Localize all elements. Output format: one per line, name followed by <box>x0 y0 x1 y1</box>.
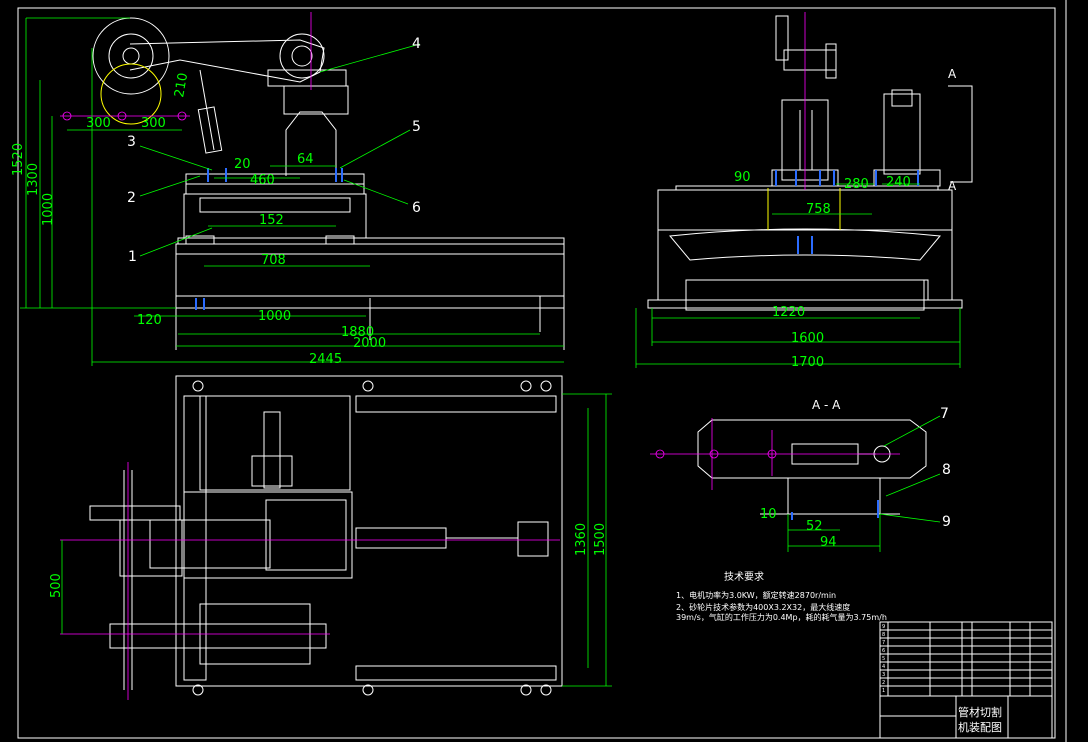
balloon-8: 8 <box>942 462 951 478</box>
dim-708: 708 <box>261 253 286 268</box>
section-aa-dimensions: 10 52 94 7 8 9 <box>760 406 951 552</box>
dim-90: 90 <box>734 170 751 185</box>
blade-guard <box>92 17 170 95</box>
bom-row-num: 9 <box>882 624 885 630</box>
grinding-wheel <box>100 63 162 125</box>
drawing-title-line2: 机装配图 <box>958 720 1002 734</box>
section-plate <box>697 419 927 479</box>
bom-row-num: 4 <box>882 664 885 670</box>
dim-10: 10 <box>760 507 777 522</box>
dim-240: 240 <box>886 175 911 190</box>
dim-1700: 1700 <box>791 355 824 370</box>
front-balloons: 1 2 3 4 5 6 <box>127 36 421 265</box>
side-view: A A <box>647 12 973 311</box>
title-block: 9 8 7 6 5 4 3 2 1 管材切割 机装配图 <box>879 621 1053 739</box>
column <box>285 111 337 176</box>
bom-row-num: 7 <box>882 640 885 646</box>
tech-line-3: 39m/s，气缸的工作压力为0.4Mp，耗的耗气量为3.75m/h <box>676 612 887 622</box>
motor-pulley <box>279 33 325 79</box>
dim-1000h: 1000 <box>258 309 291 324</box>
balloon-9: 9 <box>942 514 951 530</box>
dim-1360: 1360 <box>574 523 589 556</box>
tech-line-1: 1、电机功率为3.0KW，额定转速2870r/min <box>676 590 836 600</box>
tech-heading: 技术要求 <box>724 570 764 583</box>
side-dimensions: 90 280 240 758 1220 1600 1700 <box>635 170 961 370</box>
tech-requirements: 技术要求 1、电机功率为3.0KW，额定转速2870r/min 2、砂轮片技术参… <box>676 570 887 622</box>
front-cylinder <box>197 106 223 154</box>
balloon-7: 7 <box>940 406 949 422</box>
front-dimensions: 300 300 210 20 64 460 152 708 120 1000 1… <box>11 17 564 367</box>
bom-row-num: 3 <box>882 672 885 678</box>
dim-1220: 1220 <box>772 305 805 320</box>
dim-52: 52 <box>806 519 823 534</box>
dim-64: 64 <box>297 152 314 167</box>
dim-300a: 300 <box>86 116 111 131</box>
top-cylinder <box>355 527 447 549</box>
dim-758: 758 <box>806 202 831 217</box>
balloon-5: 5 <box>412 119 421 135</box>
bom-row-num: 1 <box>882 688 885 694</box>
dim-2445: 2445 <box>309 352 342 367</box>
section-aa-title: A - A <box>812 398 841 412</box>
drawing-frame <box>17 7 1056 739</box>
dim-460: 460 <box>250 173 275 188</box>
bom-row-num: 6 <box>882 648 885 654</box>
balloon-1: 1 <box>128 249 137 265</box>
dim-300b: 300 <box>141 116 166 131</box>
tech-line-2: 2、砂轮片技术参数为400X3.2X32，最大线速度 <box>676 602 850 612</box>
dim-1300: 1300 <box>26 163 41 196</box>
side-bed <box>657 189 953 231</box>
bom-row-num: 2 <box>882 680 885 686</box>
dim-152: 152 <box>259 213 284 228</box>
dim-280: 280 <box>844 177 869 192</box>
top-table <box>175 375 563 687</box>
dim-1880: 1880 <box>341 325 374 340</box>
dim-120: 120 <box>137 313 162 328</box>
dim-1500: 1500 <box>593 523 608 556</box>
dim-94: 94 <box>820 535 837 550</box>
dim-20: 20 <box>234 157 251 172</box>
section-mark-top: A <box>948 67 957 81</box>
balloon-4: 4 <box>412 36 421 52</box>
dim-1600: 1600 <box>791 331 824 346</box>
section-mark-bottom: A <box>948 179 957 193</box>
dim-1000v: 1000 <box>41 193 56 226</box>
balloon-6: 6 <box>412 200 421 216</box>
bom-row-num: 5 <box>882 656 885 662</box>
dim-1520: 1520 <box>11 143 26 176</box>
dim-210: 210 <box>172 72 191 99</box>
front-view <box>60 12 565 350</box>
cutting-arm <box>129 39 325 83</box>
bom-row-num: 8 <box>882 632 885 638</box>
balloon-2: 2 <box>127 190 136 206</box>
section-aa: A - A <box>650 398 927 520</box>
drawing-title-line1: 管材切割 <box>958 705 1002 719</box>
side-clamp <box>883 93 921 175</box>
top-view <box>60 375 563 700</box>
balloon-3: 3 <box>127 134 136 150</box>
top-dimensions: 500 1360 1500 <box>49 393 612 687</box>
dim-500: 500 <box>49 573 64 598</box>
top-carriage <box>183 491 353 579</box>
dim-2000: 2000 <box>353 336 386 351</box>
